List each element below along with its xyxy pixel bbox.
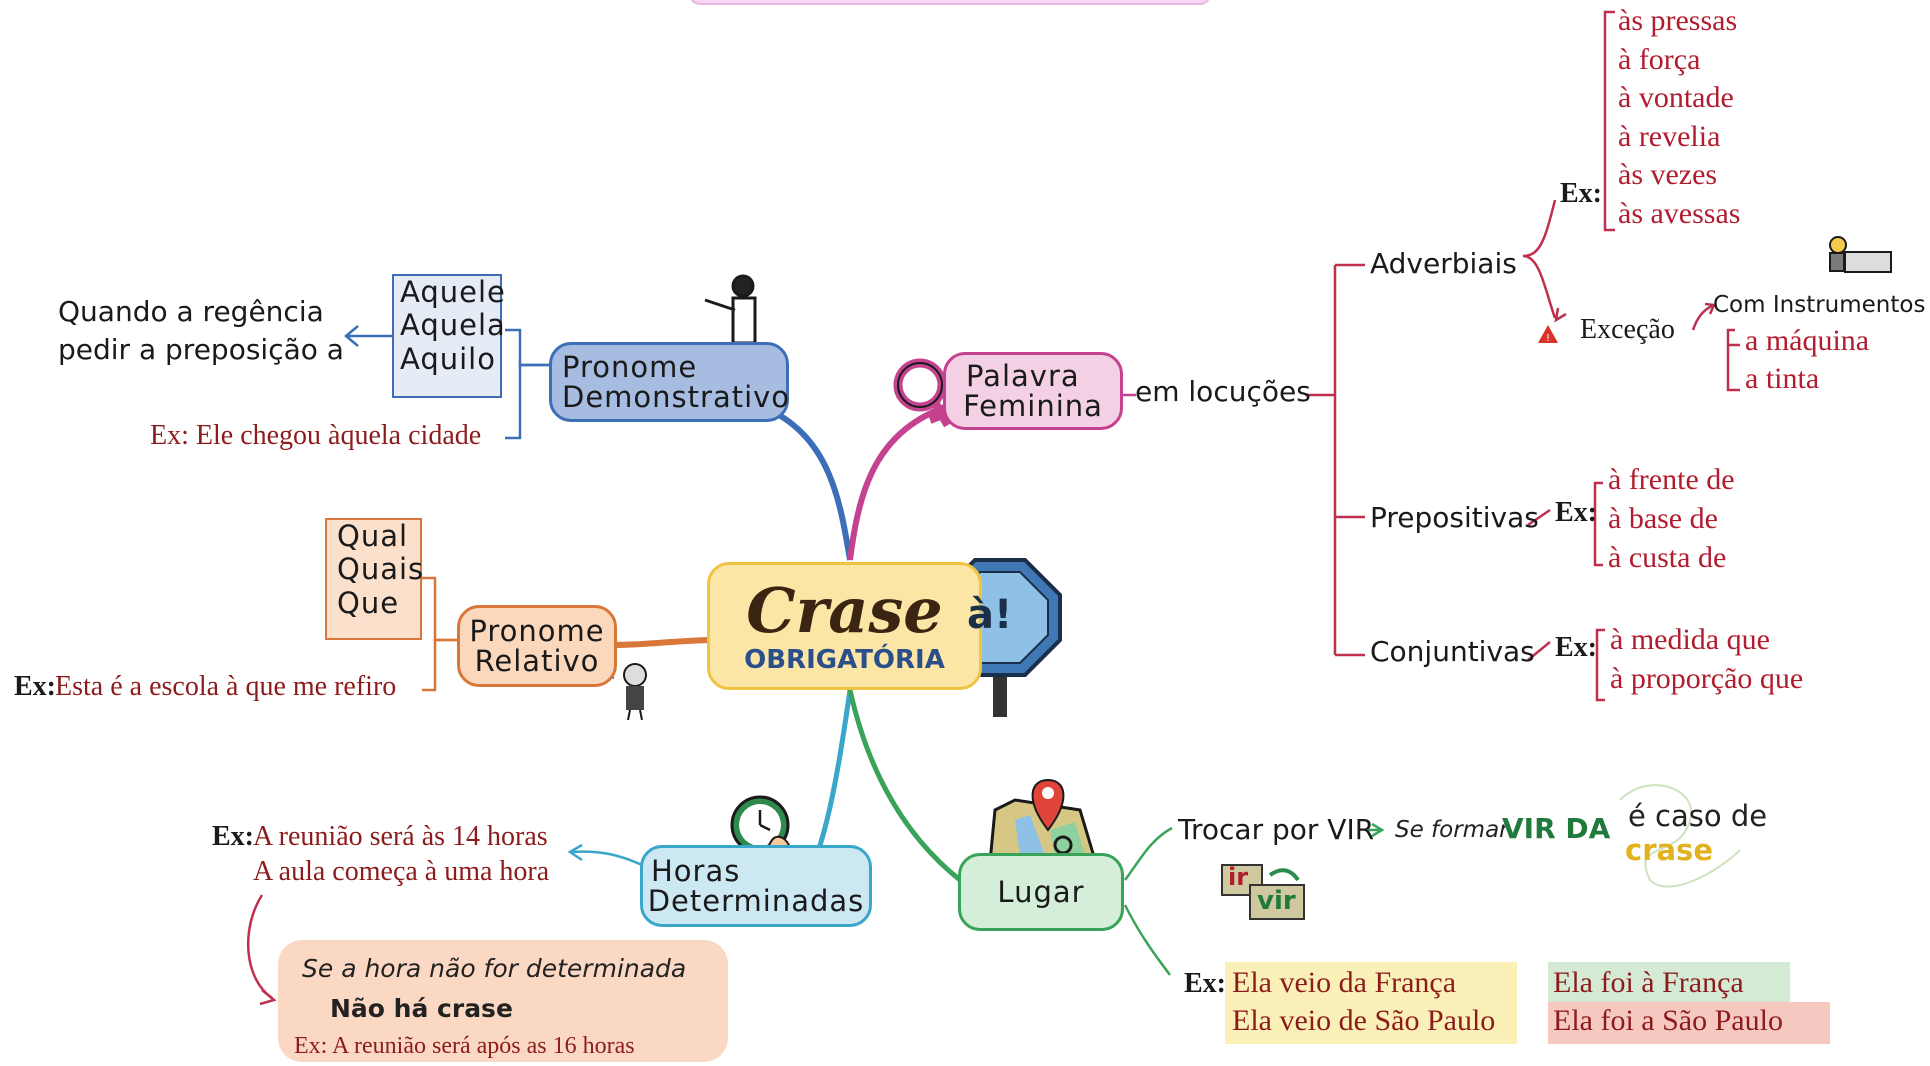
adverbiais-list: às pressas à força à vontade à revelia à… <box>1618 4 1741 230</box>
word-aquela: Aquela <box>400 308 506 343</box>
word-quais: Quais <box>337 552 425 587</box>
center-node[interactable]: Crase OBRIGATÓRIA <box>707 562 982 690</box>
branch-line-lugar <box>847 689 962 882</box>
excecao-label: Exceção <box>1580 314 1675 345</box>
center-title: Crase <box>746 573 943 647</box>
node-pronome-relativo[interactable]: Pronome Relativo <box>457 605 617 687</box>
scribble-decoration <box>1619 784 1741 888</box>
adverbiais-ex-label: Ex: <box>1560 178 1602 209</box>
conjuntivas-ex-label: Ex: <box>1555 632 1597 663</box>
lugar-vir-da: VIR DA <box>1502 812 1611 845</box>
node-pronome-demonstrativo[interactable]: Pronome Demonstrativo <box>549 342 789 422</box>
horas-example-2: A aula começa à uma hora <box>253 856 550 887</box>
demonstrativo-example: Ex: Ele chegou àquela cidade <box>150 420 482 451</box>
center-subtitle: OBRIGATÓRIA <box>744 644 945 675</box>
node-palavra-feminina[interactable]: Palavra Feminina <box>943 352 1123 430</box>
branch-line-relativo <box>611 637 716 648</box>
lugar-ex-left-2: Ela veio de São Paulo <box>1232 1004 1496 1037</box>
word-aquilo: Aquilo <box>400 341 496 376</box>
lugar-ex-right-1: Ela foi à França <box>1553 966 1744 999</box>
horas-note-3: Ex: A reunião será após as 16 horas <box>294 1033 635 1059</box>
relativo-example: Esta é a escola à que me refiro <box>55 671 397 702</box>
em-locucoes: em locuções <box>1135 375 1311 408</box>
prepositivas-label: Prepositivas <box>1370 501 1539 534</box>
vir-label: vir <box>1257 886 1296 916</box>
horas-note-2: Não há crase <box>330 994 513 1023</box>
lugar-ex-left-1: Ela veio da França <box>1232 966 1457 999</box>
horas-example-label: Ex: <box>212 821 254 852</box>
warning-icon-excecao: ! <box>1538 325 1558 344</box>
lugar-ex-right-box-2 <box>1548 1002 1830 1044</box>
branch-line-feminina <box>847 402 952 561</box>
horas-note-box <box>278 940 728 1062</box>
word-qual: Qual <box>337 519 409 553</box>
word-aquele: Aquele <box>400 275 506 309</box>
machine-worker-icon <box>1829 236 1892 273</box>
demonstrativo-note-1: Quando a regência <box>58 295 324 328</box>
demonstrativo-note-2: pedir a preposição a <box>58 333 344 366</box>
lugar-crase: crase <box>1625 833 1713 867</box>
node-horas-determinadas[interactable]: Horas Determinadas <box>640 845 872 927</box>
instrumento-maquina: a máquina <box>1745 324 1870 357</box>
conjuntivas-label: Conjuntivas <box>1370 635 1535 668</box>
map-pin-icon <box>988 778 1097 867</box>
lugar-ex-left-box <box>1225 962 1517 1044</box>
prepositivas-list: à frente de à base de à custa de <box>1608 463 1735 574</box>
word-que: Que <box>337 585 400 620</box>
female-symbol-icon <box>893 358 957 428</box>
top-cropped-box <box>690 0 1210 5</box>
prepositivas-ex-label: Ex: <box>1555 497 1597 528</box>
horas-note-1: Se a hora não for determinada <box>302 954 687 983</box>
conjuntivas-list: à medida que à proporção que <box>1610 623 1804 695</box>
lugar-se-formar: Se formar <box>1395 817 1509 843</box>
node-lugar[interactable]: Lugar <box>958 853 1124 931</box>
lugar-ex-label: Ex: <box>1184 968 1226 999</box>
demonstrativo-words-box: Aquele Aquela Aquilo <box>392 274 506 398</box>
relativo-example-label: Ex: <box>14 671 56 702</box>
branch-line-horas <box>812 689 853 861</box>
instrumentos-label: Com Instrumentos <box>1713 292 1926 318</box>
instrumento-tinta: a tinta <box>1745 362 1820 395</box>
branch-line-demonstrativo <box>768 407 853 561</box>
lugar-ex-right-box-1 <box>1548 962 1790 1002</box>
ir-label: ir <box>1228 863 1249 891</box>
stop-sign-text: à! <box>967 592 1013 638</box>
adverbiais-label: Adverbiais <box>1370 247 1517 280</box>
svg-text:!: ! <box>1546 333 1550 344</box>
lugar-trocar: Trocar por VIR <box>1178 813 1375 846</box>
lugar-caso-de: é caso de <box>1628 799 1768 833</box>
ir-vir-icon <box>1221 864 1305 920</box>
horas-example-1: A reunião será às 14 horas <box>253 821 548 852</box>
relativo-words-box: Qual Quais Que <box>325 518 425 640</box>
lugar-ex-right-2: Ela foi a São Paulo <box>1553 1004 1783 1037</box>
